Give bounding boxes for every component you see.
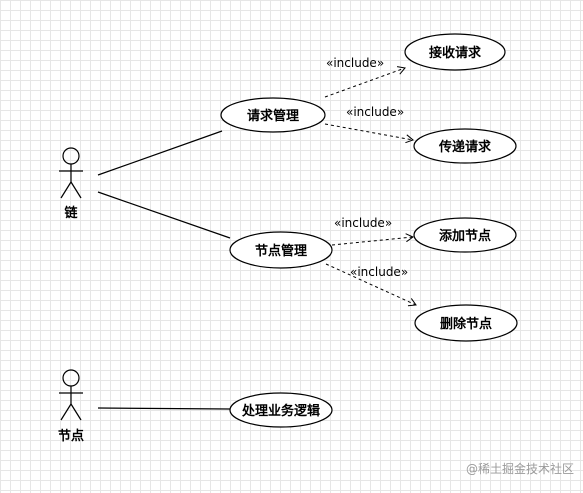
usecase-node-management[interactable]: 节点管理 [229, 231, 333, 269]
include-request-receive: «include» [324, 56, 406, 98]
stick-figure-icon [59, 369, 83, 421]
include-node-add: «include» [331, 216, 415, 246]
association-chain-node-mgmt [97, 191, 231, 239]
usecase-label: 请求管理 [247, 108, 299, 124]
include-label: «include» [346, 105, 404, 119]
watermark-text: @稀土掘金技术社区 [466, 461, 574, 476]
include-request-forward: «include» [324, 105, 414, 144]
usecase-request-management[interactable]: 请求管理 [220, 97, 326, 133]
usecase-label: 添加节点 [439, 228, 491, 244]
include-node-delete: «include» [325, 263, 417, 307]
association-chain-request-mgmt [97, 130, 223, 176]
usecase-label: 处理业务逻辑 [241, 403, 320, 419]
usecase-business-logic[interactable]: 处理业务逻辑 [229, 392, 333, 428]
usecase-label: 接收请求 [429, 45, 482, 61]
actor-node[interactable]: 节点 [58, 369, 84, 444]
usecase-forward-request[interactable]: 传递请求 [413, 128, 517, 164]
actor-label: 链 [63, 205, 78, 221]
actor-label: 节点 [58, 428, 84, 444]
stick-figure-icon [59, 147, 83, 199]
association-node-business-logic [97, 407, 231, 410]
usecase-label: 节点管理 [255, 243, 307, 259]
usecase-delete-node[interactable]: 删除节点 [414, 304, 518, 342]
usecase-label: 传递请求 [438, 139, 492, 155]
actor-chain[interactable]: 链 [59, 147, 83, 221]
usecase-receive-request[interactable]: 接收请求 [404, 33, 506, 71]
usecase-add-node[interactable]: 添加节点 [413, 217, 517, 253]
usecase-label: 删除节点 [440, 316, 492, 332]
include-label: «include» [326, 56, 384, 70]
include-label: «include» [350, 265, 408, 279]
include-label: «include» [334, 216, 392, 230]
